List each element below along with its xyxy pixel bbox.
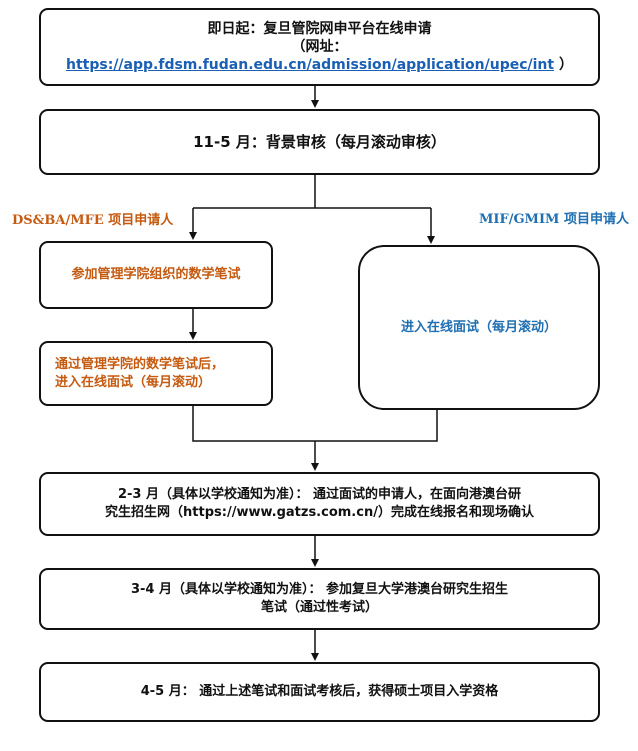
registration-line1: 2-3 月（具体以学校通知为准）： 通过面试的申请人，在面向港澳台研 — [117, 487, 522, 502]
step-background-review: 11-5 月：背景审核（每月滚动审核） — [39, 109, 600, 175]
step-math-test: 参加管理学院组织的数学笔试 — [39, 241, 273, 309]
step-written-exam: 3-4 月（具体以学校通知为准）： 参加复旦大学港澳台研究生招生 笔试（通过性考… — [39, 568, 600, 630]
application-title: 即日起：复旦管院网申平台在线申请 — [207, 21, 432, 37]
application-url-line: https://app.fdsm.fudan.edu.cn/admission/… — [66, 56, 573, 74]
registration-line2: 究生招生网（https://www.gatzs.com.cn/）完成在线报名和现… — [105, 505, 534, 520]
admission-text: 4-5 月： 通过上述笔试和面试考核后，获得硕士项目入学资格 — [140, 684, 499, 699]
step-after-math-test: 通过管理学院的数学笔试后， 进入在线面试（每月滚动） — [39, 341, 273, 406]
application-url-label: （网址： — [291, 39, 348, 55]
ds-mfe-applicant-label: DS&BA/MFE 项目申请人 — [12, 213, 174, 228]
step-online-interview: 进入在线面试（每月滚动） — [358, 245, 600, 410]
step-admission: 4-5 月： 通过上述笔试和面试考核后，获得硕士项目入学资格 — [39, 662, 600, 722]
math-test-text: 参加管理学院组织的数学笔试 — [71, 267, 241, 282]
exam-line1: 3-4 月（具体以学校通知为准）： 参加复旦大学港澳台研究生招生 — [130, 582, 509, 597]
after-test-line1: 通过管理学院的数学笔试后， — [55, 356, 225, 372]
step-registration: 2-3 月（具体以学校通知为准）： 通过面试的申请人，在面向港澳台研 究生招生网… — [39, 472, 600, 536]
after-test-line2: 进入在线面试（每月滚动） — [55, 374, 212, 390]
online-interview-text: 进入在线面试（每月滚动） — [400, 319, 557, 335]
background-review-text: 11-5 月：背景审核（每月滚动审核） — [193, 133, 446, 151]
application-url-close: ） — [558, 57, 573, 73]
merge-line — [192, 406, 438, 442]
step-online-application: 即日起：复旦管院网申平台在线申请 （网址： https://app.fdsm.f… — [39, 8, 600, 86]
exam-line2: 笔试（通过性考试） — [260, 600, 378, 615]
mif-gmim-applicant-label: MIF/GMIM 项目申请人 — [479, 212, 629, 227]
application-url-link[interactable]: https://app.fdsm.fudan.edu.cn/admission/… — [66, 57, 555, 73]
